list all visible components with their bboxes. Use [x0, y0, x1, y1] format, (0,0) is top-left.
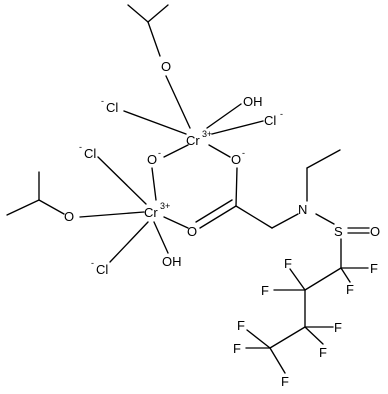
- atom-f9: F: [281, 374, 289, 389]
- atom-o-sulfonyl: O: [370, 224, 380, 239]
- charge-cl-top-right: -: [280, 109, 283, 119]
- charge-cl-top-left: -: [101, 96, 104, 106]
- bond-cr-top-o-left: [163, 144, 189, 158]
- bond-c1-f2: [340, 267, 351, 283]
- bond-c3-c4: [269, 326, 306, 349]
- bond-n-s: [315, 213, 335, 225]
- charge-cl-bottom: -: [91, 258, 94, 268]
- bond-ch2-n: [271, 213, 299, 229]
- atom-labels: O OH - Cl Cr 3+ Cl - - Cl O - O - O Cr 3…: [64, 59, 380, 389]
- atom-o-carbonyl: O: [187, 224, 197, 239]
- atom-cr-bottom: Cr: [144, 205, 158, 220]
- bond-left-o-ch: [38, 199, 65, 215]
- bond-c-o-double-1: [199, 205, 237, 229]
- charge-o-bridge-right: -: [242, 148, 245, 158]
- atom-f5: F: [334, 320, 342, 335]
- bond-oh-cr-top: [206, 103, 242, 129]
- charge-cr-bottom: 3+: [160, 201, 170, 211]
- bond-cl-cr-bottom-left: [97, 156, 147, 205]
- bond-c4-f7: [246, 329, 271, 349]
- atom-o-bridge-left: O: [147, 152, 157, 167]
- bond-ethyl-ch3: [306, 149, 341, 169]
- atom-cl-top-right: Cl: [264, 113, 276, 128]
- bond-c1-c2: [304, 267, 342, 291]
- atom-f4: F: [261, 283, 269, 298]
- bond-cr-bottom-o-carbonyl: [163, 216, 189, 229]
- atom-o-isopropoxy-left: O: [64, 209, 74, 224]
- bond-c-ch2: [235, 205, 273, 229]
- bonds: [6, 4, 370, 374]
- atom-f3: F: [284, 256, 292, 271]
- bond-cr-top-o-right: [208, 144, 231, 158]
- atom-oh-top: OH: [243, 94, 263, 109]
- bond-c4-f9: [269, 347, 286, 374]
- atom-cl-bottom: Cl: [96, 262, 108, 277]
- atom-f2: F: [346, 282, 354, 297]
- atom-cl-top-left: Cl: [106, 100, 118, 115]
- bond-top-ch3-left: [127, 4, 149, 23]
- bond-cl-cr-top-left: [123, 110, 187, 135]
- charge-cl-left: -: [79, 142, 82, 152]
- atom-f8: F: [233, 341, 241, 356]
- atom-s: S: [334, 224, 343, 239]
- bond-c-o-double-2: [195, 199, 233, 223]
- bond-left-ch3-left: [6, 199, 40, 216]
- bond-cl-cr-top-right: [211, 120, 264, 135]
- bond-cl-cr-bottom-lower: [109, 221, 149, 263]
- atom-o-isopropoxy-top: O: [161, 59, 171, 74]
- bond-top-ch3-right: [147, 4, 169, 23]
- atom-f6: F: [319, 345, 327, 360]
- atom-cl-left: Cl: [84, 146, 96, 161]
- bond-o-cr-top: [165, 75, 191, 129]
- bond-top-ch-o: [147, 21, 161, 57]
- charge-o-bridge-left: -: [158, 148, 161, 158]
- bond-o-iso-cr-bottom: [79, 211, 145, 218]
- atom-o-bridge-right: O: [231, 152, 241, 167]
- bond-o-c-carbonyl: [235, 167, 238, 207]
- charge-cr-top: 3+: [202, 129, 212, 139]
- bond-o-cr-bottom: [151, 167, 157, 201]
- bond-c2-f3: [289, 268, 306, 291]
- atom-f1: F: [370, 261, 378, 276]
- atom-cr-top: Cr: [186, 133, 200, 148]
- atom-oh-bottom: OH: [162, 254, 182, 269]
- atom-f7: F: [237, 318, 245, 333]
- atom-n: N: [298, 202, 307, 217]
- bond-c3-f6: [304, 326, 324, 345]
- bond-cr-bottom-oh: [153, 221, 169, 254]
